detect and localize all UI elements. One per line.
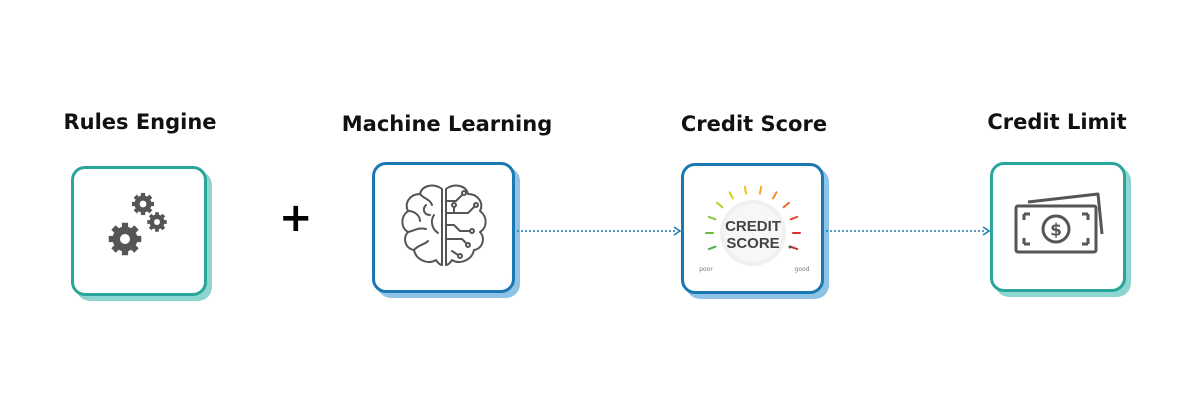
step-label-machine-learning: Machine Learning [341,112,553,136]
credit-limit-card: $ [990,162,1126,292]
cash-bill-icon: $ [1010,190,1106,264]
brain-circuit-icon [396,181,492,275]
gauge-tick [707,215,716,220]
gauge-low-label: poor [699,266,713,273]
gauge-tick [782,201,790,208]
credit-score-gauge-icon: CREDIT SCORE poor good [689,173,817,285]
gauge-tick [707,245,716,250]
rules-engine-card [71,166,207,296]
gears-icon [99,189,179,273]
gauge-tick [743,185,747,195]
step-label-rules-engine: Rules Engine [63,110,217,134]
step-label-credit-score: Credit Score [680,112,828,136]
gauge-title-line1: CREDIT [725,218,781,235]
gauge-tick [715,201,723,208]
svg-text:$: $ [1050,221,1062,241]
gauge-title-line2: SCORE [726,235,779,252]
plus-operator: + [279,195,313,241]
gauge-tick [728,190,734,199]
connector-arrow-score-to-limit [826,226,991,236]
gauge-high-label: good [794,266,809,273]
machine-learning-card [372,162,515,293]
step-label-credit-limit: Credit Limit [987,110,1127,134]
credit-score-card: CREDIT SCORE poor good [681,163,824,294]
gauge-tick [789,245,798,250]
gauge-tick [758,185,762,195]
connector-arrow-ml-to-score [517,226,682,236]
gauge-tick [771,190,777,199]
gauge-tick [789,215,798,220]
